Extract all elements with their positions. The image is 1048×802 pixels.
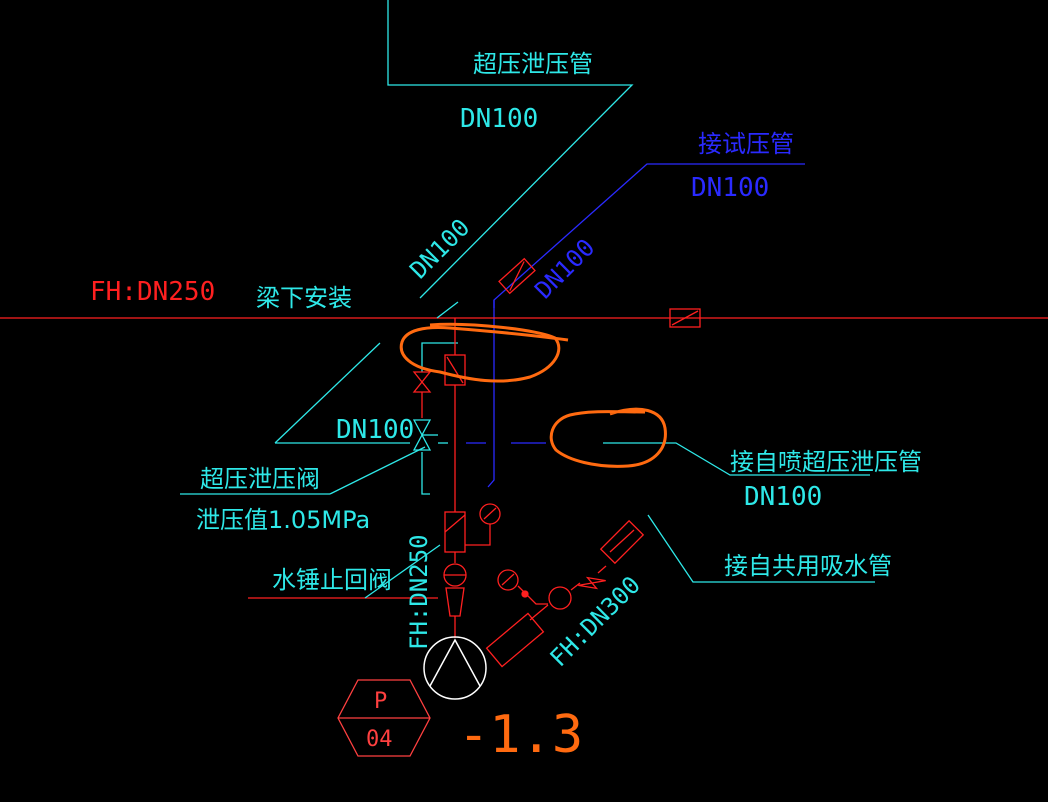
diagonal-dn-label-cyan: DN100 bbox=[404, 213, 475, 284]
relief-valve-label: 超压泄压阀 bbox=[200, 465, 320, 493]
water-hammer-leader bbox=[364, 544, 441, 599]
elevation-label: -1.3 bbox=[458, 705, 583, 765]
relief-gate-valve-icon bbox=[412, 371, 432, 418]
spray-relief-pipe-label: 接自喷超压泄压管 bbox=[730, 448, 922, 476]
test-pipe-line bbox=[466, 163, 805, 488]
valve-dn-label: DN100 bbox=[336, 415, 414, 445]
pump-tag-top: P bbox=[374, 689, 387, 714]
relief-pipe-title: 超压泄压管 bbox=[473, 50, 593, 78]
main-pipe-label: FH:DN250 bbox=[90, 277, 215, 307]
markup-circle-top bbox=[399, 322, 569, 383]
pump-icon bbox=[423, 636, 487, 700]
suction-pipe bbox=[485, 519, 645, 668]
suction-gauge-icon bbox=[497, 569, 548, 605]
vertical-pipe bbox=[444, 318, 466, 512]
relief-valve-icon bbox=[412, 419, 438, 451]
main-pipe-valve bbox=[669, 308, 701, 328]
test-pipe-valve bbox=[498, 257, 536, 295]
shared-suction-leader bbox=[647, 514, 875, 583]
relief-value-label: 泄压值1.05MPa bbox=[196, 506, 370, 534]
pressure-gauge-icon bbox=[465, 503, 501, 546]
vertical-pipe-label: FH:DN250 bbox=[405, 534, 433, 650]
spray-relief-dn-label: DN100 bbox=[744, 482, 822, 512]
test-pipe-title: 接试压管 bbox=[698, 130, 794, 158]
relief-pipe-dn: DN100 bbox=[460, 104, 538, 134]
diagonal-dn-label-blue: DN100 bbox=[529, 233, 600, 304]
water-hammer-valve-label: 水锤止回阀 bbox=[272, 566, 392, 594]
relief-pipe-line bbox=[387, 0, 634, 299]
shared-suction-label: 接自共用吸水管 bbox=[724, 552, 892, 580]
water-hammer-check-valve-icon bbox=[248, 511, 466, 599]
test-pipe-dn: DN100 bbox=[691, 173, 769, 203]
pump-tag-bottom: 04 bbox=[366, 727, 393, 752]
markup-circle-right bbox=[549, 407, 667, 468]
vertical-pipe-lower bbox=[443, 563, 467, 638]
relief-branch-lines bbox=[180, 301, 870, 495]
under-beam-label: 梁下安装 bbox=[256, 284, 352, 312]
pump-tag bbox=[337, 679, 431, 757]
